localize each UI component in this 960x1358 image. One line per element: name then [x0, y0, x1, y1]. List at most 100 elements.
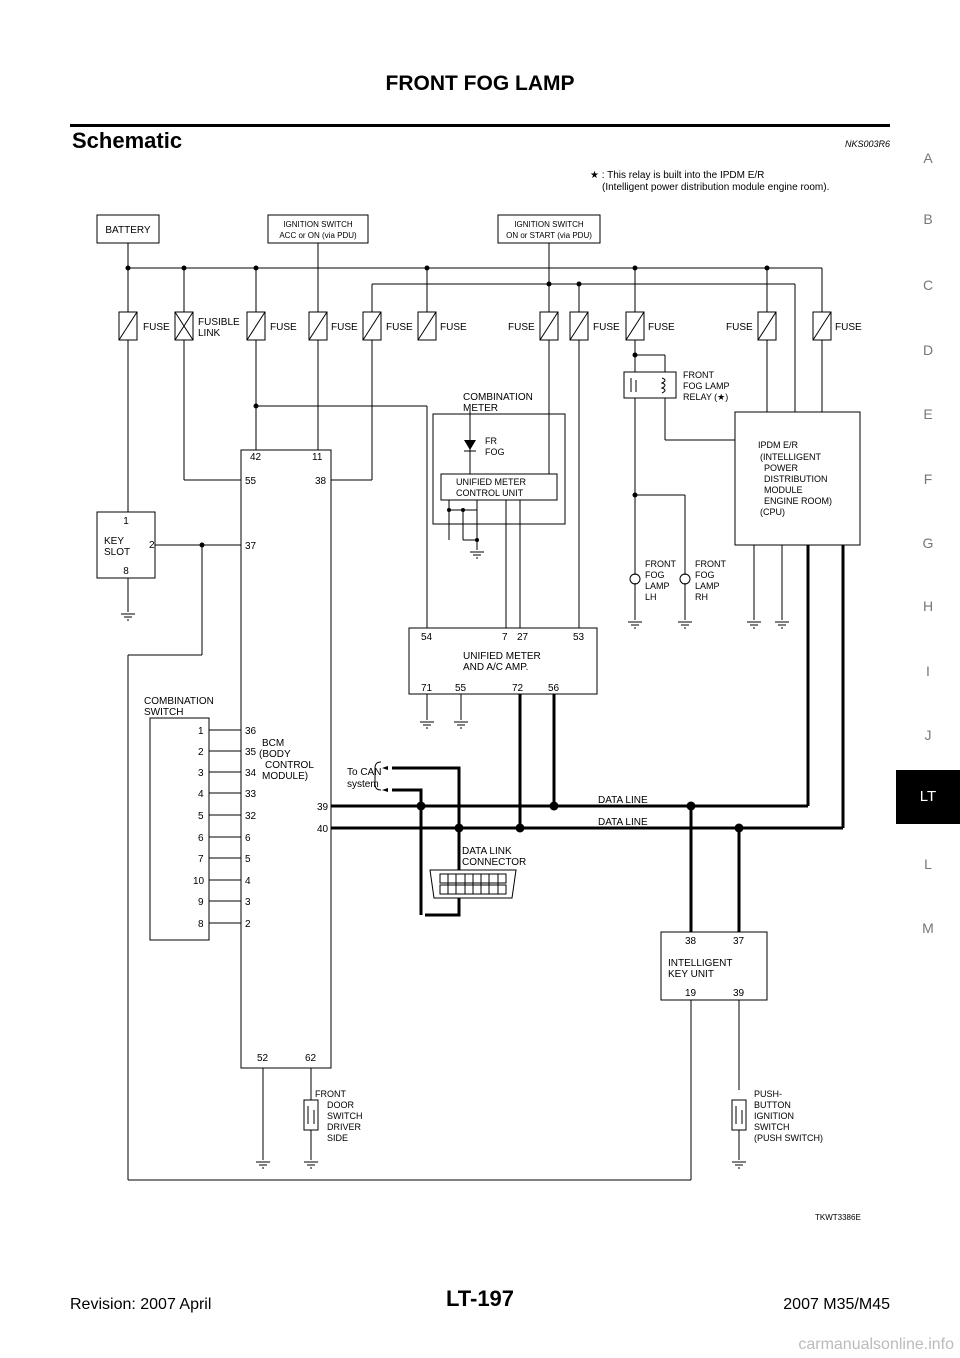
fog-rh-line1: FRONT [695, 559, 726, 569]
index-letter-j[interactable]: J [924, 727, 932, 743]
ign-acc-line1: IGNITION SWITCH [283, 220, 353, 229]
bcm-pin-2: 2 [245, 919, 251, 930]
bcm-line1: BCM [262, 738, 284, 749]
section-code: NKS003R6 [844, 139, 890, 149]
fog-lh-line2: FOG [645, 570, 665, 580]
bcm-line2: (BODY [259, 749, 291, 760]
bcm-pin-42: 42 [250, 452, 262, 463]
um-pin-53: 53 [573, 632, 585, 643]
index-letter-e[interactable]: E [923, 406, 933, 422]
ks-pin-8: 8 [123, 566, 129, 577]
index-letter-h[interactable]: H [922, 598, 934, 614]
battery-label: BATTERY [105, 225, 151, 236]
bcm-pin-35: 35 [245, 747, 257, 758]
data-line-label-2: DATA LINE [598, 817, 648, 828]
data-line-label-1: DATA LINE [598, 795, 648, 806]
bcm-pin-5: 5 [245, 854, 251, 865]
um-pin-27: 27 [517, 632, 529, 643]
fuse-label: FUSE [726, 322, 753, 333]
fuse-label: FUSE [835, 322, 862, 333]
fog-rh-line3: LAMP [695, 581, 720, 591]
bcm: 42 11 55 38 37 36 35 34 33 32 6 5 4 3 2 … [240, 449, 332, 1069]
ign-acc-line2: ACC or ON (via PDU) [279, 231, 357, 240]
fr-fog-indicator-icon [464, 440, 476, 450]
to-can-bracket [374, 761, 382, 791]
bcm-pin-33: 33 [245, 789, 257, 800]
iku-line1: INTELLIGENT [668, 958, 732, 969]
comb-switch-wires [209, 729, 241, 924]
fuse-label: FUSE [386, 322, 413, 333]
cs-pin-4: 4 [198, 789, 204, 800]
dlc-line1: DATA LINK [462, 846, 512, 857]
bcm-pin-11: 11 [312, 452, 323, 463]
relay-line1: FRONT [683, 370, 714, 380]
comb-switch-line2: SWITCH [144, 707, 183, 718]
cs-pin-2: 2 [198, 747, 204, 758]
um-pin-72: 72 [512, 683, 524, 694]
um-pin-7: 7 [502, 632, 508, 643]
footer-revision: Revision: 2007 April [70, 1296, 212, 1313]
dlc-line2: CONNECTOR [462, 857, 526, 868]
bcm-pin-39: 39 [317, 802, 329, 813]
door-switch-icon [307, 1106, 315, 1124]
index-letter-l[interactable]: L [924, 856, 932, 872]
index-letter-i[interactable]: I [926, 663, 930, 679]
bcm-pin-36: 36 [245, 726, 257, 737]
index-letter-g[interactable]: G [922, 535, 934, 551]
bcm-line4: MODULE) [262, 771, 308, 782]
umcu-line2: CONTROL UNIT [456, 488, 524, 498]
to-can-line2: system [347, 779, 379, 790]
fuse-labels: FUSE FUSIBLE LINK FUSE FUSE FUSE FUSE FU… [143, 317, 862, 339]
page-header-title: FRONT FOG LAMP [385, 72, 575, 95]
index-letter-d[interactable]: D [922, 342, 934, 358]
fog-lh-line1: FRONT [645, 559, 676, 569]
fog-rh-line2: FOG [695, 570, 715, 580]
unified-meter-ac-amp: 54 7 27 53 UNIFIED METER AND A/C AMP. 71… [408, 627, 598, 695]
door-sw-line5: SIDE [327, 1133, 348, 1143]
bcm-pin-55: 55 [245, 476, 257, 487]
fuse-label: FUSE [143, 322, 170, 333]
um-pin-55: 55 [455, 683, 467, 694]
front-door-switch: FRONT DOOR SWITCH DRIVER SIDE [303, 1089, 363, 1143]
index-letter-c[interactable]: C [922, 277, 934, 293]
fr-fog-line2: FOG [485, 447, 505, 457]
index-active-lt[interactable]: LT [896, 770, 960, 824]
cs-pin-3: 3 [198, 768, 204, 779]
index-letter-a[interactable]: A [923, 150, 933, 166]
relay-note-line2: (Intelligent power distribution module e… [602, 182, 829, 193]
door-sw-line2: DOOR [327, 1100, 355, 1110]
ipdm-line6: ENGINE ROOM) [764, 496, 832, 506]
fog-lh-line4: LH [645, 592, 657, 602]
figure-code: TKWT3386E [815, 1213, 861, 1222]
cs-pin-7: 7 [198, 854, 204, 865]
ign-on-line2: ON or START (via PDU) [506, 231, 592, 240]
index-letter-m[interactable]: M [922, 920, 934, 936]
fuse-label: FUSE [331, 322, 358, 333]
ipdm-line3: POWER [764, 463, 799, 473]
to-can-arrow-icon [382, 766, 388, 792]
key-slot-line2: SLOT [104, 547, 130, 558]
front-fog-lamp-lh: FRONT FOG LAMP LH [629, 559, 676, 602]
ks-pin-2: 2 [149, 540, 155, 551]
front-fog-lamp-relay: FRONT FOG LAMP RELAY (★) [623, 370, 730, 402]
comb-meter-line2: METER [463, 403, 498, 414]
push-sw-line2: BUTTON [754, 1100, 791, 1110]
fog-lh-line3: LAMP [645, 581, 670, 591]
key-slot: 1 KEY SLOT 2 8 [96, 511, 156, 579]
umac-line1: UNIFIED METER [463, 651, 541, 662]
fusible-link-line2: LINK [198, 328, 221, 339]
iku-pin-19: 19 [685, 988, 697, 999]
index-letter-f[interactable]: F [923, 471, 933, 487]
push-sw-line1: PUSH- [754, 1089, 782, 1099]
fuse-label: FUSE [440, 322, 467, 333]
can-data-lines [331, 545, 845, 932]
iku-pin-39: 39 [733, 988, 745, 999]
bcm-pin-4: 4 [245, 876, 251, 887]
iku-pin-38: 38 [685, 936, 697, 947]
power-bus-wires [127, 243, 823, 412]
ign-on-line1: IGNITION SWITCH [514, 220, 584, 229]
index-letter-b[interactable]: B [923, 211, 933, 227]
ignition-on-box: IGNITION SWITCH ON or START (via PDU) [497, 214, 601, 244]
combination-meter: COMBINATION METER FR FOG UNIFIED METER C… [432, 392, 566, 525]
push-switch-icon [735, 1106, 743, 1124]
